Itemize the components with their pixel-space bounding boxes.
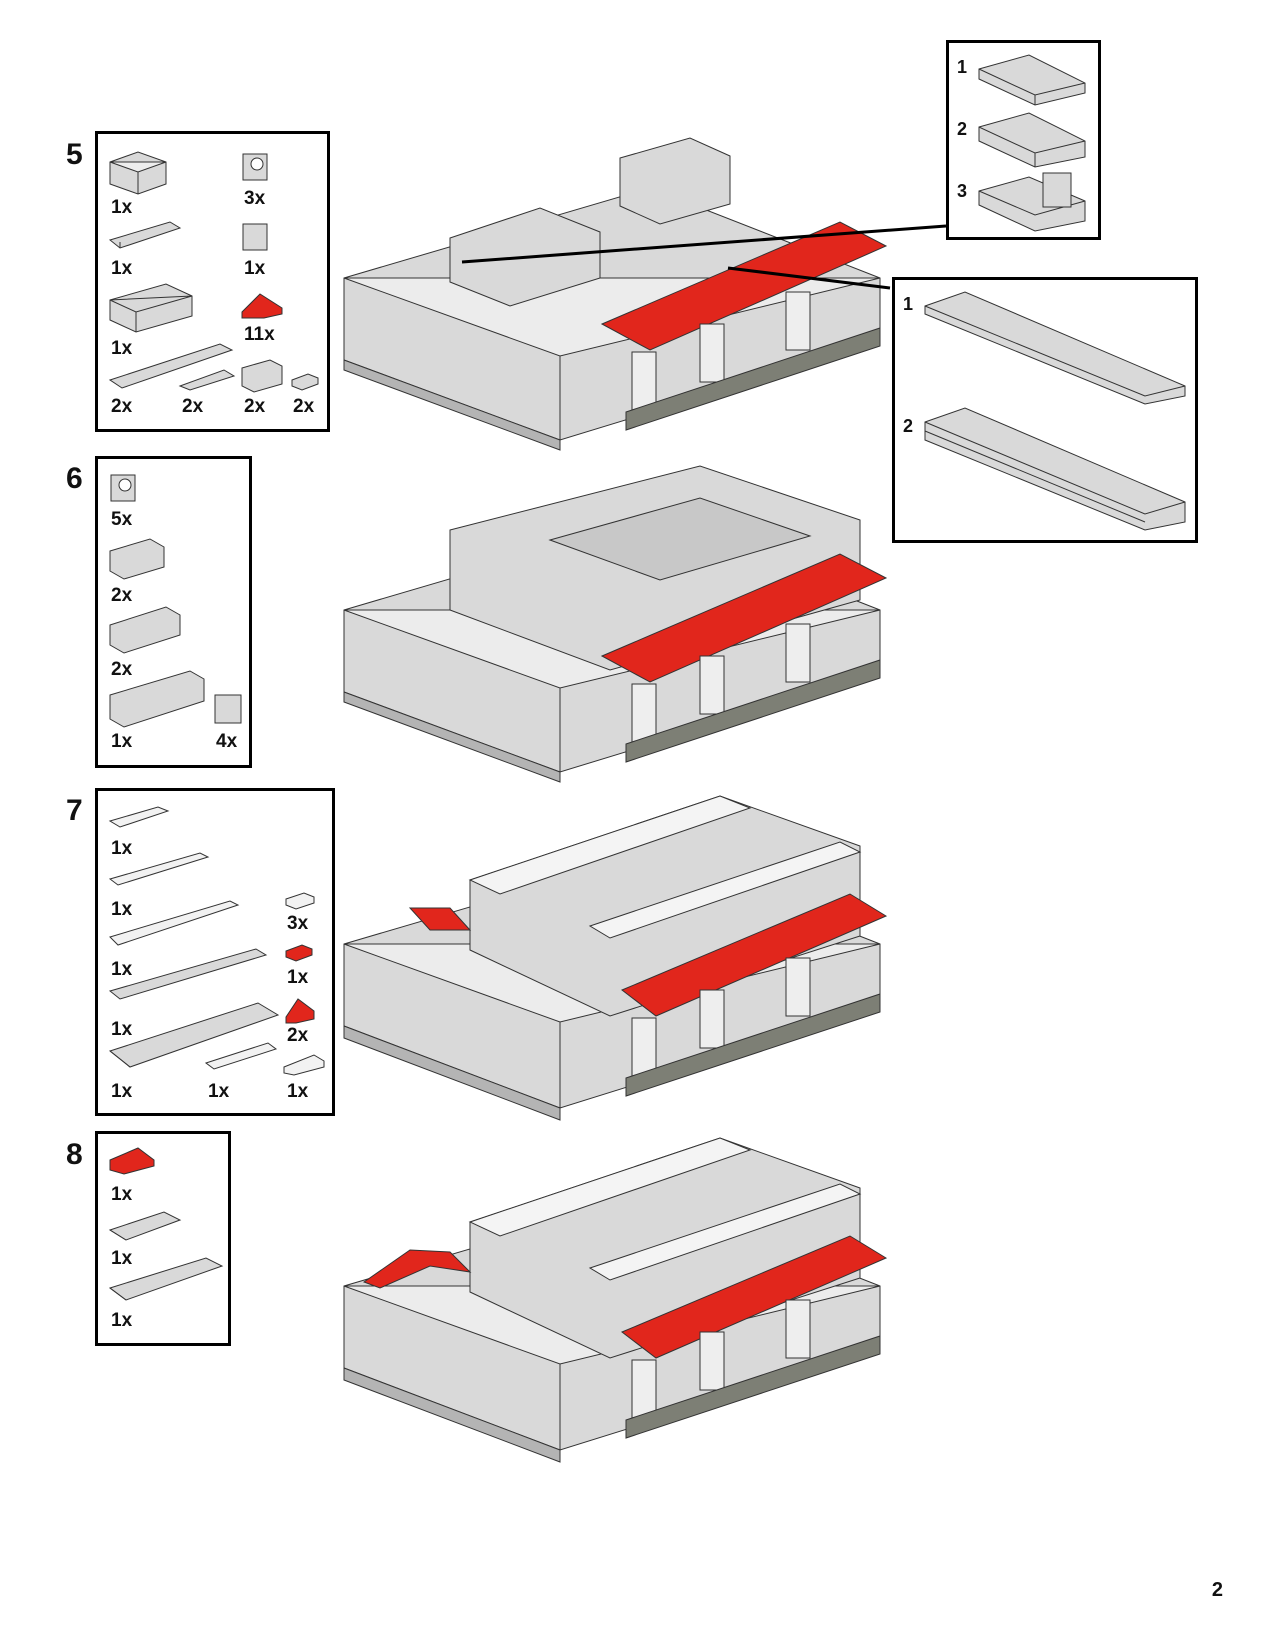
model-step-5 [343, 137, 947, 451]
part-quantity: 5x [111, 509, 133, 530]
brick-1x2-icon [109, 538, 165, 580]
plate-1x4-icon [108, 221, 182, 249]
plate-stack-icon [924, 407, 1186, 531]
model-step-7 [343, 795, 888, 1121]
tile-1x4-icon [204, 1042, 278, 1070]
part-quantity: 2x [182, 396, 204, 417]
plate-1x12-icon [924, 291, 1186, 405]
subassembly-callout-1: 1 2 3 [946, 40, 1101, 240]
brick-1x1-icon [214, 694, 242, 724]
parts-list-step-6: 5x 2x 2x 1x 4x [95, 456, 252, 768]
plate-2x4-icon [108, 1211, 182, 1241]
part-quantity: 2x [111, 659, 133, 680]
part-quantity: 1x [111, 838, 133, 859]
part-quantity: 2x [111, 585, 133, 606]
part-quantity: 2x [244, 396, 266, 417]
part-quantity: 1x [111, 1310, 133, 1331]
subassembly-step-label: 3 [957, 181, 968, 201]
part-quantity: 3x [244, 188, 266, 209]
tile-1x2-icon [283, 1054, 325, 1076]
part-quantity: 1x [111, 1081, 133, 1102]
model-step-8 [343, 1137, 888, 1463]
plate-assembly-icon [978, 172, 1086, 232]
step-number: 5 [66, 138, 83, 171]
plate-1x10-icon [108, 948, 268, 1000]
subassembly-step-label: 2 [957, 119, 968, 139]
tile-1x1-icon [285, 892, 315, 910]
brick-2x4-icon [109, 283, 193, 333]
part-quantity: 1x [111, 338, 133, 359]
step-number: 7 [66, 794, 83, 827]
plate-1x4-icon [978, 54, 1086, 106]
plate-1x1-red-icon [285, 944, 313, 962]
brick-2x2-icon [109, 151, 167, 195]
parts-list-step-8: 1x 1x 1x [95, 1131, 231, 1346]
brick-1x4-icon [109, 670, 205, 728]
brick-1x3-icon [109, 606, 181, 654]
part-quantity: 1x [208, 1081, 230, 1102]
slope-red-icon [109, 1147, 155, 1175]
plate-1x3-icon [178, 369, 236, 391]
brick-1x1-clip-icon [110, 474, 136, 502]
slope-red-icon [285, 998, 315, 1024]
brick-1x1-clip-icon [242, 153, 268, 181]
tile-1x8-icon [109, 900, 240, 946]
plate-2x10-icon [108, 1002, 280, 1068]
subassembly-step-label: 2 [903, 416, 914, 436]
part-quantity: 1x [287, 967, 309, 988]
part-quantity: 1x [111, 959, 133, 980]
page-number: 2 [1211, 1579, 1223, 1601]
part-quantity: 1x [111, 1248, 133, 1269]
part-quantity: 1x [111, 258, 133, 279]
tile-1x6-icon [108, 852, 210, 886]
part-quantity: 1x [287, 1081, 309, 1102]
plate-1x6-icon [108, 343, 234, 389]
part-quantity: 2x [287, 1025, 309, 1046]
plate-assembly-icon [978, 112, 1086, 168]
parts-list-step-5: 1x 3x 1x 1x 1x 11x 2x 2x 2x 2x [95, 131, 330, 432]
part-quantity: 11x [244, 324, 275, 345]
step-number: 6 [66, 462, 83, 495]
parts-list-step-7: 1x 1x 3x 1x 1x 1x 2x 1x 1x 1x [95, 788, 335, 1116]
subassembly-callout-2: 1 2 [892, 277, 1198, 543]
plate-1x1-icon [291, 373, 319, 391]
slope-red-icon [241, 293, 283, 319]
subassembly-step-label: 1 [957, 57, 968, 77]
tile-1x3-icon [108, 806, 170, 828]
plate-2x6-icon [108, 1257, 224, 1301]
subassembly-step-label: 1 [903, 294, 914, 314]
model-step-6 [343, 465, 888, 783]
part-quantity: 1x [111, 731, 133, 752]
part-quantity: 1x [111, 899, 133, 920]
part-quantity: 3x [287, 913, 309, 934]
part-quantity: 4x [216, 731, 238, 752]
part-quantity: 2x [111, 396, 133, 417]
part-quantity: 2x [293, 396, 315, 417]
brick-1x2-icon [241, 359, 283, 393]
part-quantity: 1x [111, 1019, 133, 1040]
brick-1x1-icon [242, 223, 268, 251]
part-quantity: 1x [111, 1184, 133, 1205]
part-quantity: 1x [244, 258, 266, 279]
part-quantity: 1x [111, 197, 133, 218]
step-number: 8 [66, 1138, 83, 1171]
